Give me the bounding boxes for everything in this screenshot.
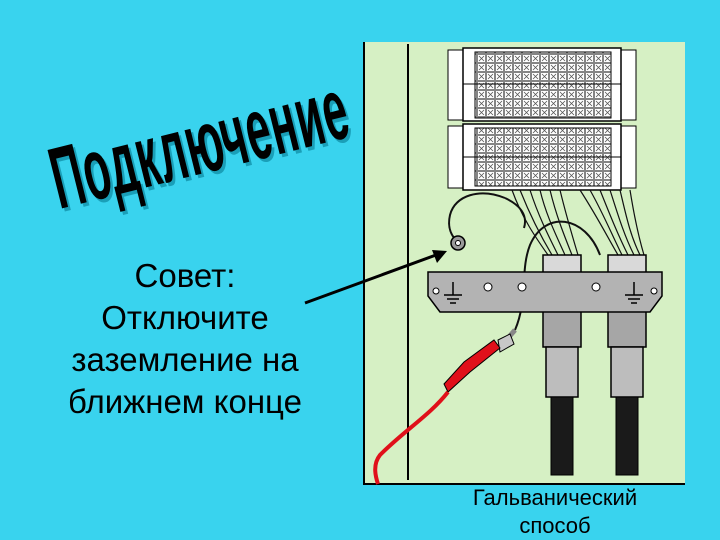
tip-text: Совет: Отключите заземление на ближнем к…	[40, 255, 330, 423]
tip-line: Отключите	[101, 299, 269, 336]
terminal-block-top	[447, 47, 637, 122]
caption: Гальванический способ	[440, 484, 670, 540]
ground-bracket	[427, 271, 663, 313]
ground-icon	[444, 282, 462, 304]
caption-line: Гальванический	[472, 485, 638, 510]
wire-bundle-left	[511, 189, 579, 256]
tip-line: ближнем конце	[68, 383, 302, 420]
ground-icon	[625, 282, 643, 304]
wire-bundle-right	[579, 189, 645, 256]
alligator-clip	[373, 328, 517, 485]
tip-line: Совет:	[134, 257, 236, 294]
ground-lead	[448, 192, 526, 251]
tip-line: заземление на	[71, 341, 299, 378]
pointer-arrow	[304, 250, 447, 305]
terminal-block-bottom	[447, 123, 637, 191]
caption-line: способ	[519, 513, 591, 538]
